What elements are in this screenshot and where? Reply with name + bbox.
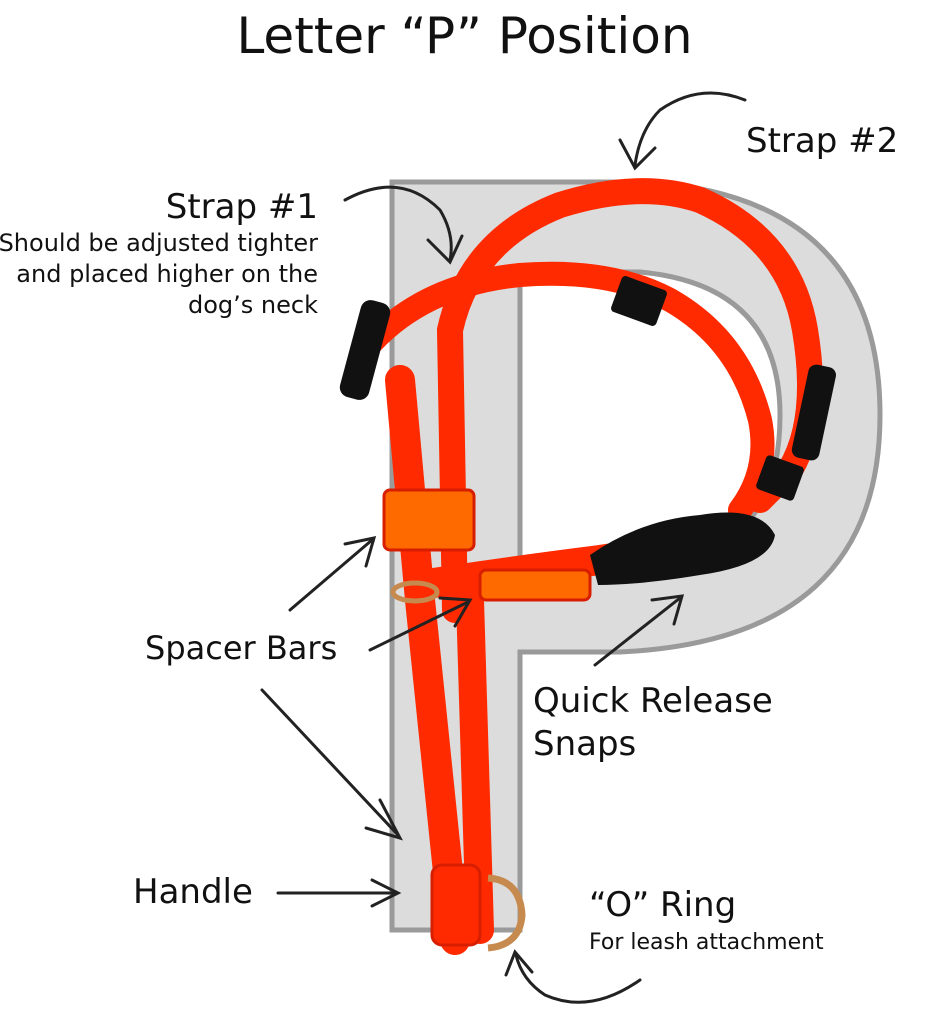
- arrow-spacer-lower: [368, 600, 470, 652]
- label-handle: Handle: [133, 872, 253, 912]
- arrow-o-ring: [514, 953, 642, 1004]
- label-o-ring: “O” Ring: [589, 885, 737, 925]
- label-spacer-bars: Spacer Bars: [145, 629, 338, 667]
- buckle-right: [791, 364, 836, 461]
- label-strap-2: Strap #2: [746, 121, 899, 161]
- o-ring: [487, 874, 526, 952]
- slider-top: [611, 276, 667, 326]
- label-strap-1: Strap #1: [165, 187, 318, 227]
- arrows: [260, 91, 747, 1004]
- d-ring: [390, 580, 440, 604]
- arrow-quick-release: [593, 596, 682, 667]
- quick-release-snap: [590, 512, 775, 585]
- label-quick-release-snaps: Quick Release Snaps: [533, 681, 773, 764]
- arrow-strap2: [633, 91, 747, 167]
- spacer-bar-upper: [382, 488, 476, 552]
- handle-loop: [430, 863, 482, 947]
- page-title: Letter “P” Position: [236, 7, 693, 65]
- arrow-spacer-vertical: [260, 688, 400, 837]
- arrow-spacer-upper: [288, 538, 374, 612]
- arrow-strap1: [343, 185, 453, 262]
- label-strap-1-description: Should be adjusted tighter and placed hi…: [0, 229, 318, 320]
- slider-right: [756, 455, 804, 501]
- label-o-ring-description: For leash attachment: [589, 930, 824, 955]
- buckle-left: [339, 300, 391, 400]
- spacer-bar-lower: [478, 568, 592, 602]
